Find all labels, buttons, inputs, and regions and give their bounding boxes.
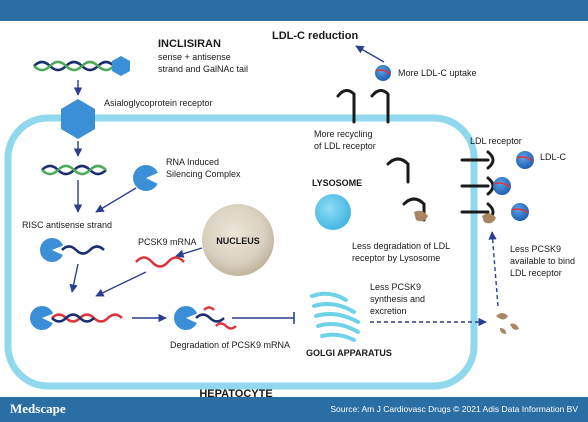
ldl-particle-2 [493, 177, 511, 195]
asialoglycoprotein-receptor-hexagon [61, 99, 95, 139]
ldl-particle-3 [511, 203, 529, 221]
ldl-c-reduction-label: LDL-C reduction [272, 30, 358, 42]
nucleus [202, 204, 274, 276]
degraded-mrna-complex [174, 306, 237, 330]
pcsk9-mrna-label: PCSK9 mRNA [138, 237, 197, 247]
less-pcsk9-bind-line2: available to bind [510, 256, 575, 266]
pcsk9-protein-outside [496, 313, 519, 334]
recycling-ldl-receptor [386, 157, 410, 184]
inclisiran-double-strand [33, 56, 130, 76]
ldl-particle-uptake [375, 65, 391, 81]
internalized-double-strand [41, 164, 107, 176]
galnac-tail-hexagon [112, 56, 130, 76]
medscape-logo: Medscape [10, 401, 66, 416]
less-synthesis-line2: synthesis and [370, 294, 425, 304]
risc-antisense-complex [40, 238, 105, 262]
more-recycling-line2: of LDL receptor [314, 141, 376, 151]
ldl-c-label: LDL-C [540, 152, 567, 162]
golgi-apparatus [310, 291, 360, 342]
more-recycling-line1: More recycling [314, 129, 373, 139]
asgpr-label: Asialoglycoprotein receptor [104, 98, 213, 108]
less-degradation-line2: receptor by Lysosome [352, 253, 440, 263]
less-synthesis-line1: Less PCSK9 [370, 282, 421, 292]
risc-label-line1: RNA Induced [166, 157, 219, 167]
inclisiran-desc-line1: sense + antisense [158, 52, 231, 62]
pcsk9-mrna-strand [135, 256, 185, 268]
risc-bound-mrna [30, 306, 123, 330]
inclisiran-label: INCLISIRAN [158, 38, 221, 50]
ldl-receptors-top [336, 89, 390, 124]
degradation-label: Degradation of PCSK9 mRNA [170, 340, 290, 350]
golgi-label: GOLGI APPARATUS [306, 348, 392, 358]
nucleus-label: NUCLEUS [216, 236, 260, 246]
less-degradation-line1: Less degradation of LDL [352, 241, 450, 251]
header-bar [0, 0, 588, 21]
less-pcsk9-bind-line3: LDL receptor [510, 268, 562, 278]
footer-bar: Medscape Source: Am J Cardiovasc Drugs ©… [0, 397, 588, 422]
pcsk9-bound-receptor [482, 213, 496, 224]
inclisiran-desc-line2: strand and GalNAc tail [158, 64, 248, 74]
lysosome-label: LYSOSOME [312, 178, 362, 188]
receptor-pcsk9-internal [402, 197, 428, 222]
less-pcsk9-bind-line1: Less PCSK9 [510, 244, 561, 254]
ldl-receptors-right [460, 150, 495, 222]
source-credit: Source: Am J Cardiovasc Drugs © 2021 Adi… [330, 404, 578, 414]
less-synthesis-line3: excretion [370, 306, 407, 316]
risc-label-line2: Silencing Complex [166, 169, 241, 179]
risc-antisense-label: RISC antisense strand [22, 220, 112, 230]
ldl-particle-1 [516, 151, 534, 169]
lysosome [315, 194, 351, 230]
hepatocyte-membrane [4, 114, 478, 390]
more-uptake-label: More LDL-C uptake [398, 68, 477, 78]
ldl-receptor-label: LDL receptor [470, 136, 522, 146]
